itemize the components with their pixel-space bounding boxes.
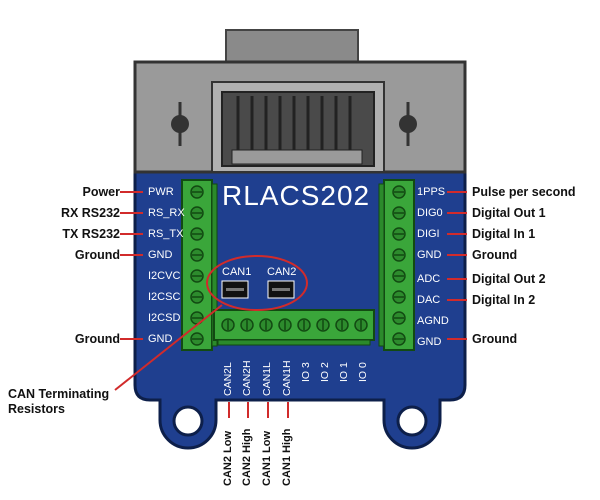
can-jumpers [221,280,295,299]
right-pin-label: GND [417,249,442,261]
bottom-pin-label: IO 0 [357,362,369,382]
right-terminal-block [378,179,415,351]
bottom-pin-label: IO 2 [319,362,331,382]
can1-header-label: CAN1 [222,266,252,278]
can-annotation-line2: Resistors [8,402,65,416]
label-ground-right-bottom: Ground [472,332,518,346]
right-pin-label: DAC [417,294,441,306]
left-pin-label: PWR [148,186,174,198]
left-pin-label: I2CVC [148,270,181,282]
right-pin-label: DIG0 [417,207,443,219]
can-annotation-line1: CAN Terminating [8,387,110,401]
bottom-pin-label: CAN1H [281,360,293,396]
mount-hole-right [396,405,428,437]
left-pin-label: RS_TX [148,228,184,240]
connector-screw-left [171,102,189,146]
bottom-pin-label: CAN2L [222,362,234,396]
label-power: Power [82,185,120,199]
left-pin-label: I2CSC [148,291,181,303]
bottom-pin-label: CAN1L [261,362,273,396]
left-pin-label: I2CSD [148,312,181,324]
right-pin-label: 1PPS [417,186,446,198]
bottom-pin-label: IO 1 [338,362,350,382]
bottom-pin-label: IO 3 [300,362,312,382]
right-pin-label: ADC [417,273,441,285]
can-callout-line [114,304,223,391]
left-pin-label: RS_RX [148,207,185,219]
connector-screw-right [399,102,417,146]
left-pin-label: GND [148,333,173,345]
label-ground-left-bottom: Ground [74,332,120,346]
mount-hole-left [172,405,204,437]
can2-header-label: CAN2 [267,266,297,278]
board-title: RLACS202 [222,180,371,211]
right-callout-lines [447,191,467,340]
label-rx-rs232: RX RS232 [60,206,120,220]
bottom-pin-label: CAN2H [241,360,253,396]
label-digital-in-1: Digital In 1 [472,227,536,241]
label-pulse-per-second: Pulse per second [472,185,576,199]
can-callout-ellipse [206,255,308,311]
label-can2-high: CAN2 High [241,428,253,486]
left-callout-lines [120,191,143,340]
label-can2-low: CAN2 Low [222,431,234,486]
label-digital-in-2: Digital In 2 [472,293,536,307]
label-ground-left: Ground [74,248,120,262]
label-digital-out-2: Digital Out 2 [472,272,546,286]
left-terminal-block [181,179,218,351]
bottom-callout-lines [228,402,289,418]
label-ground-right: Ground [472,248,518,262]
bottom-terminal-block [213,309,375,346]
connector-top-tab [225,29,359,63]
label-can1-low: CAN1 Low [261,431,273,486]
left-pin-label: GND [148,249,173,261]
right-pin-label: GND [417,336,442,348]
right-pin-label: AGND [417,315,449,327]
label-can1-high: CAN1 High [281,428,293,486]
label-digital-out-1: Digital Out 1 [472,206,546,220]
right-pin-label: DIGI [417,228,440,240]
label-tx-rs232: TX RS232 [62,227,120,241]
